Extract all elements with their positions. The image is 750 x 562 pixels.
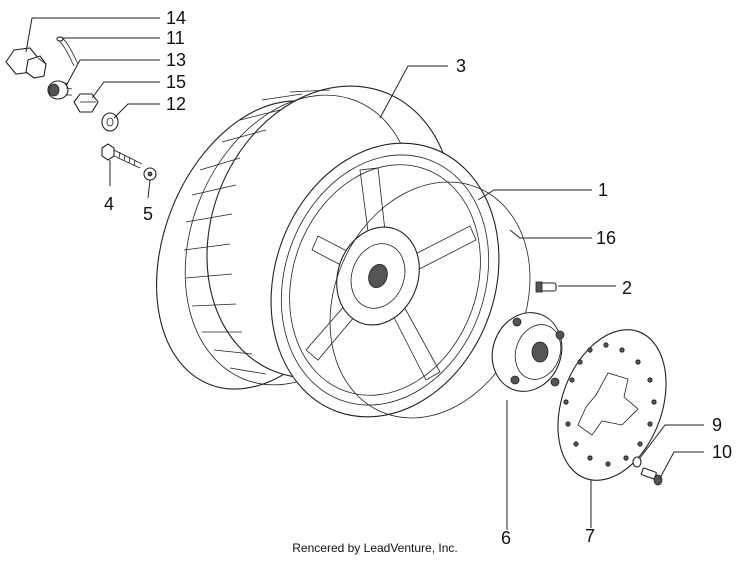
callout-3: 3 [456,56,466,76]
callout-4: 4 [104,194,114,214]
hub-flange [491,312,565,392]
callout-15: 15 [166,72,186,92]
callout-14: 14 [166,8,186,28]
long-bolt [101,143,143,169]
callout-5: 5 [143,204,153,224]
wheel-rim [270,142,500,418]
callout-16: 16 [596,228,616,248]
callout-7: 7 [585,526,595,546]
callout-13: 13 [166,50,186,70]
leader-lines [25,17,704,530]
axle-nut [5,47,47,79]
callout-1: 1 [598,180,608,200]
callout-labels: 14 11 13 15 12 3 4 5 1 16 2 9 10 6 7 [104,8,732,548]
callout-11: 11 [166,28,185,48]
callout-6: 6 [501,528,511,548]
callout-10: 10 [712,442,732,462]
disc-washer [632,456,642,468]
axle-nut-15 [73,93,99,113]
bolt-washer [143,167,157,181]
callout-2: 2 [622,278,632,298]
nut-cage [47,80,73,100]
callout-12: 12 [166,94,186,114]
screw [535,281,557,293]
callout-9: 9 [712,415,722,435]
brake-disc [557,329,667,481]
split-pin [56,36,79,67]
render-credit: Rencered by LeadVenture, Inc. [292,541,458,555]
disc-bolt [640,467,663,486]
